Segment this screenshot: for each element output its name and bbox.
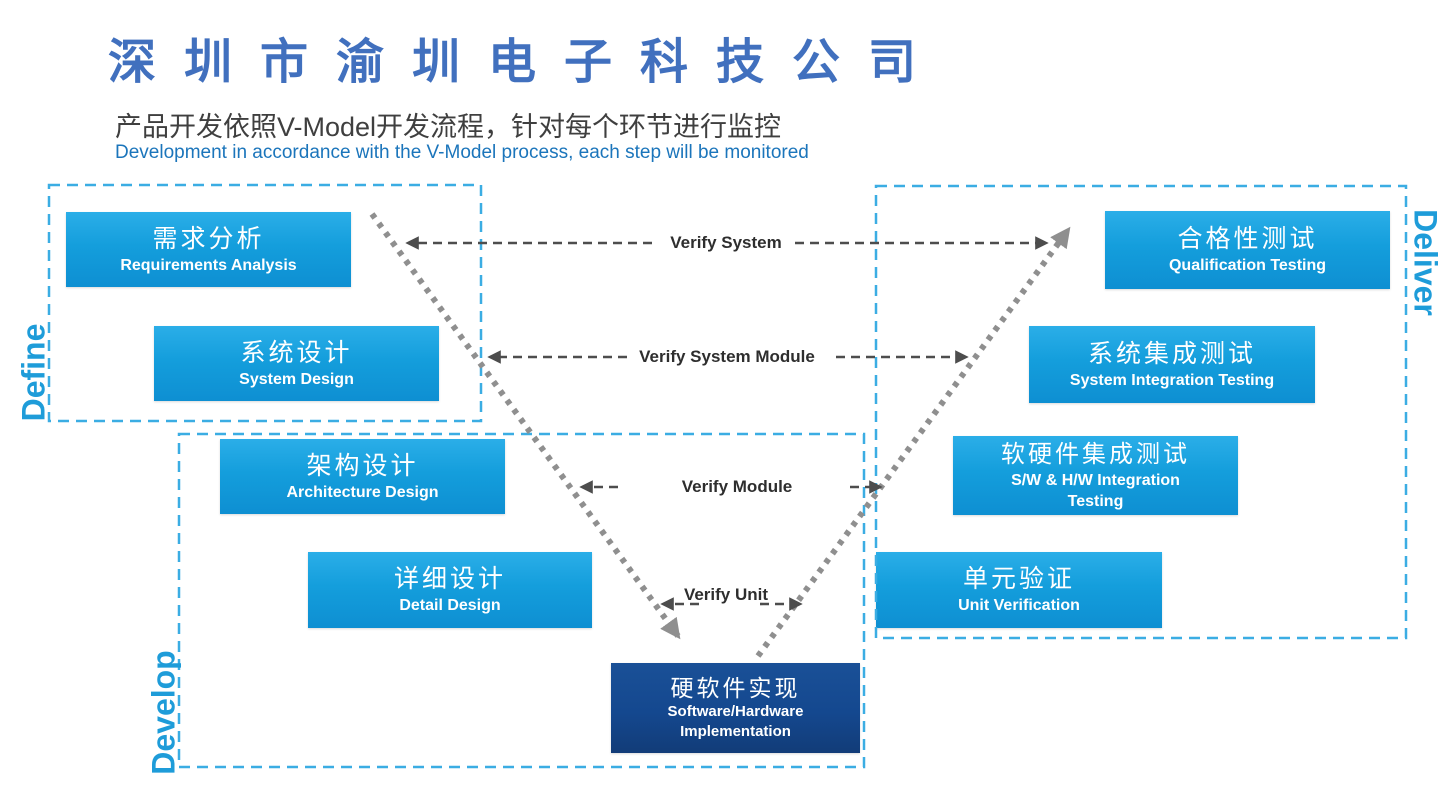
box-sw-hw-integration-en1: S/W & H/W Integration — [1011, 472, 1180, 489]
box-unit-verification-zh: 单元验证 — [962, 565, 1075, 593]
verify-module-label: Verify Module — [681, 477, 793, 496]
box-sw-hw-integration-testing: 软硬件集成测试 S/W & H/W Integration Testing — [953, 436, 1238, 515]
verify-unit-label: Verify Unit — [683, 585, 769, 604]
box-system-integration-testing: 系统集成测试 System Integration Testing — [1029, 326, 1315, 403]
box-detail-design-zh: 详细设计 — [393, 565, 506, 593]
box-system-design-zh: 系统设计 — [240, 338, 353, 367]
box-requirements-analysis-en: Requirements Analysis — [120, 256, 297, 274]
box-architecture-design-zh: 架构设计 — [306, 451, 419, 480]
box-architecture-design: 架构设计 Architecture Design — [220, 439, 505, 514]
box-system-design-en: System Design — [239, 370, 354, 388]
subtitle-english: Development in accordance with the V-Mod… — [115, 142, 809, 163]
box-implementation-en2: Implementation — [680, 723, 791, 740]
box-system-integration-testing-en: System Integration Testing — [1069, 371, 1275, 389]
box-qualification-testing: 合格性测试 Qualification Testing — [1105, 211, 1390, 289]
box-qualification-testing-en: Qualification Testing — [1168, 257, 1327, 274]
verify-system-label: Verify System — [670, 233, 782, 252]
box-unit-verification-en: Unit Verification — [958, 597, 1080, 614]
box-unit-verification: 单元验证 Unit Verification — [876, 552, 1162, 628]
box-detail-design-en: Detail Design — [399, 597, 501, 614]
box-sw-hw-integration-zh: 软硬件集成测试 — [1001, 441, 1190, 468]
box-system-integration-testing-zh: 系统集成测试 — [1087, 339, 1256, 368]
group-label-deliver: Deliver — [1407, 209, 1444, 316]
box-system-design: 系统设计 System Design — [154, 326, 439, 401]
box-implementation-en1: Software/Hardware — [667, 703, 804, 720]
box-software-hardware-implementation: 硬软件实现 Software/Hardware Implementation — [611, 663, 860, 753]
box-detail-design: 详细设计 Detail Design — [308, 552, 592, 628]
box-requirements-analysis: 需求分析 Requirements Analysis — [66, 212, 351, 287]
box-requirements-analysis-zh: 需求分析 — [152, 224, 265, 253]
company-title: 深圳市渝圳电子科技公司 — [108, 34, 945, 90]
box-qualification-testing-zh: 合格性测试 — [1177, 225, 1318, 253]
subtitle-chinese: 产品开发依照V-Model开发流程，针对每个环节进行监控 — [115, 112, 782, 142]
group-label-develop: Develop — [145, 650, 182, 775]
box-sw-hw-integration-en2: Testing — [1067, 493, 1124, 510]
verify-system-module-label: Verify System Module — [639, 347, 815, 366]
box-architecture-design-en: Architecture Design — [286, 483, 439, 501]
box-implementation-zh: 硬软件实现 — [670, 675, 801, 701]
group-label-define: Define — [15, 323, 52, 422]
